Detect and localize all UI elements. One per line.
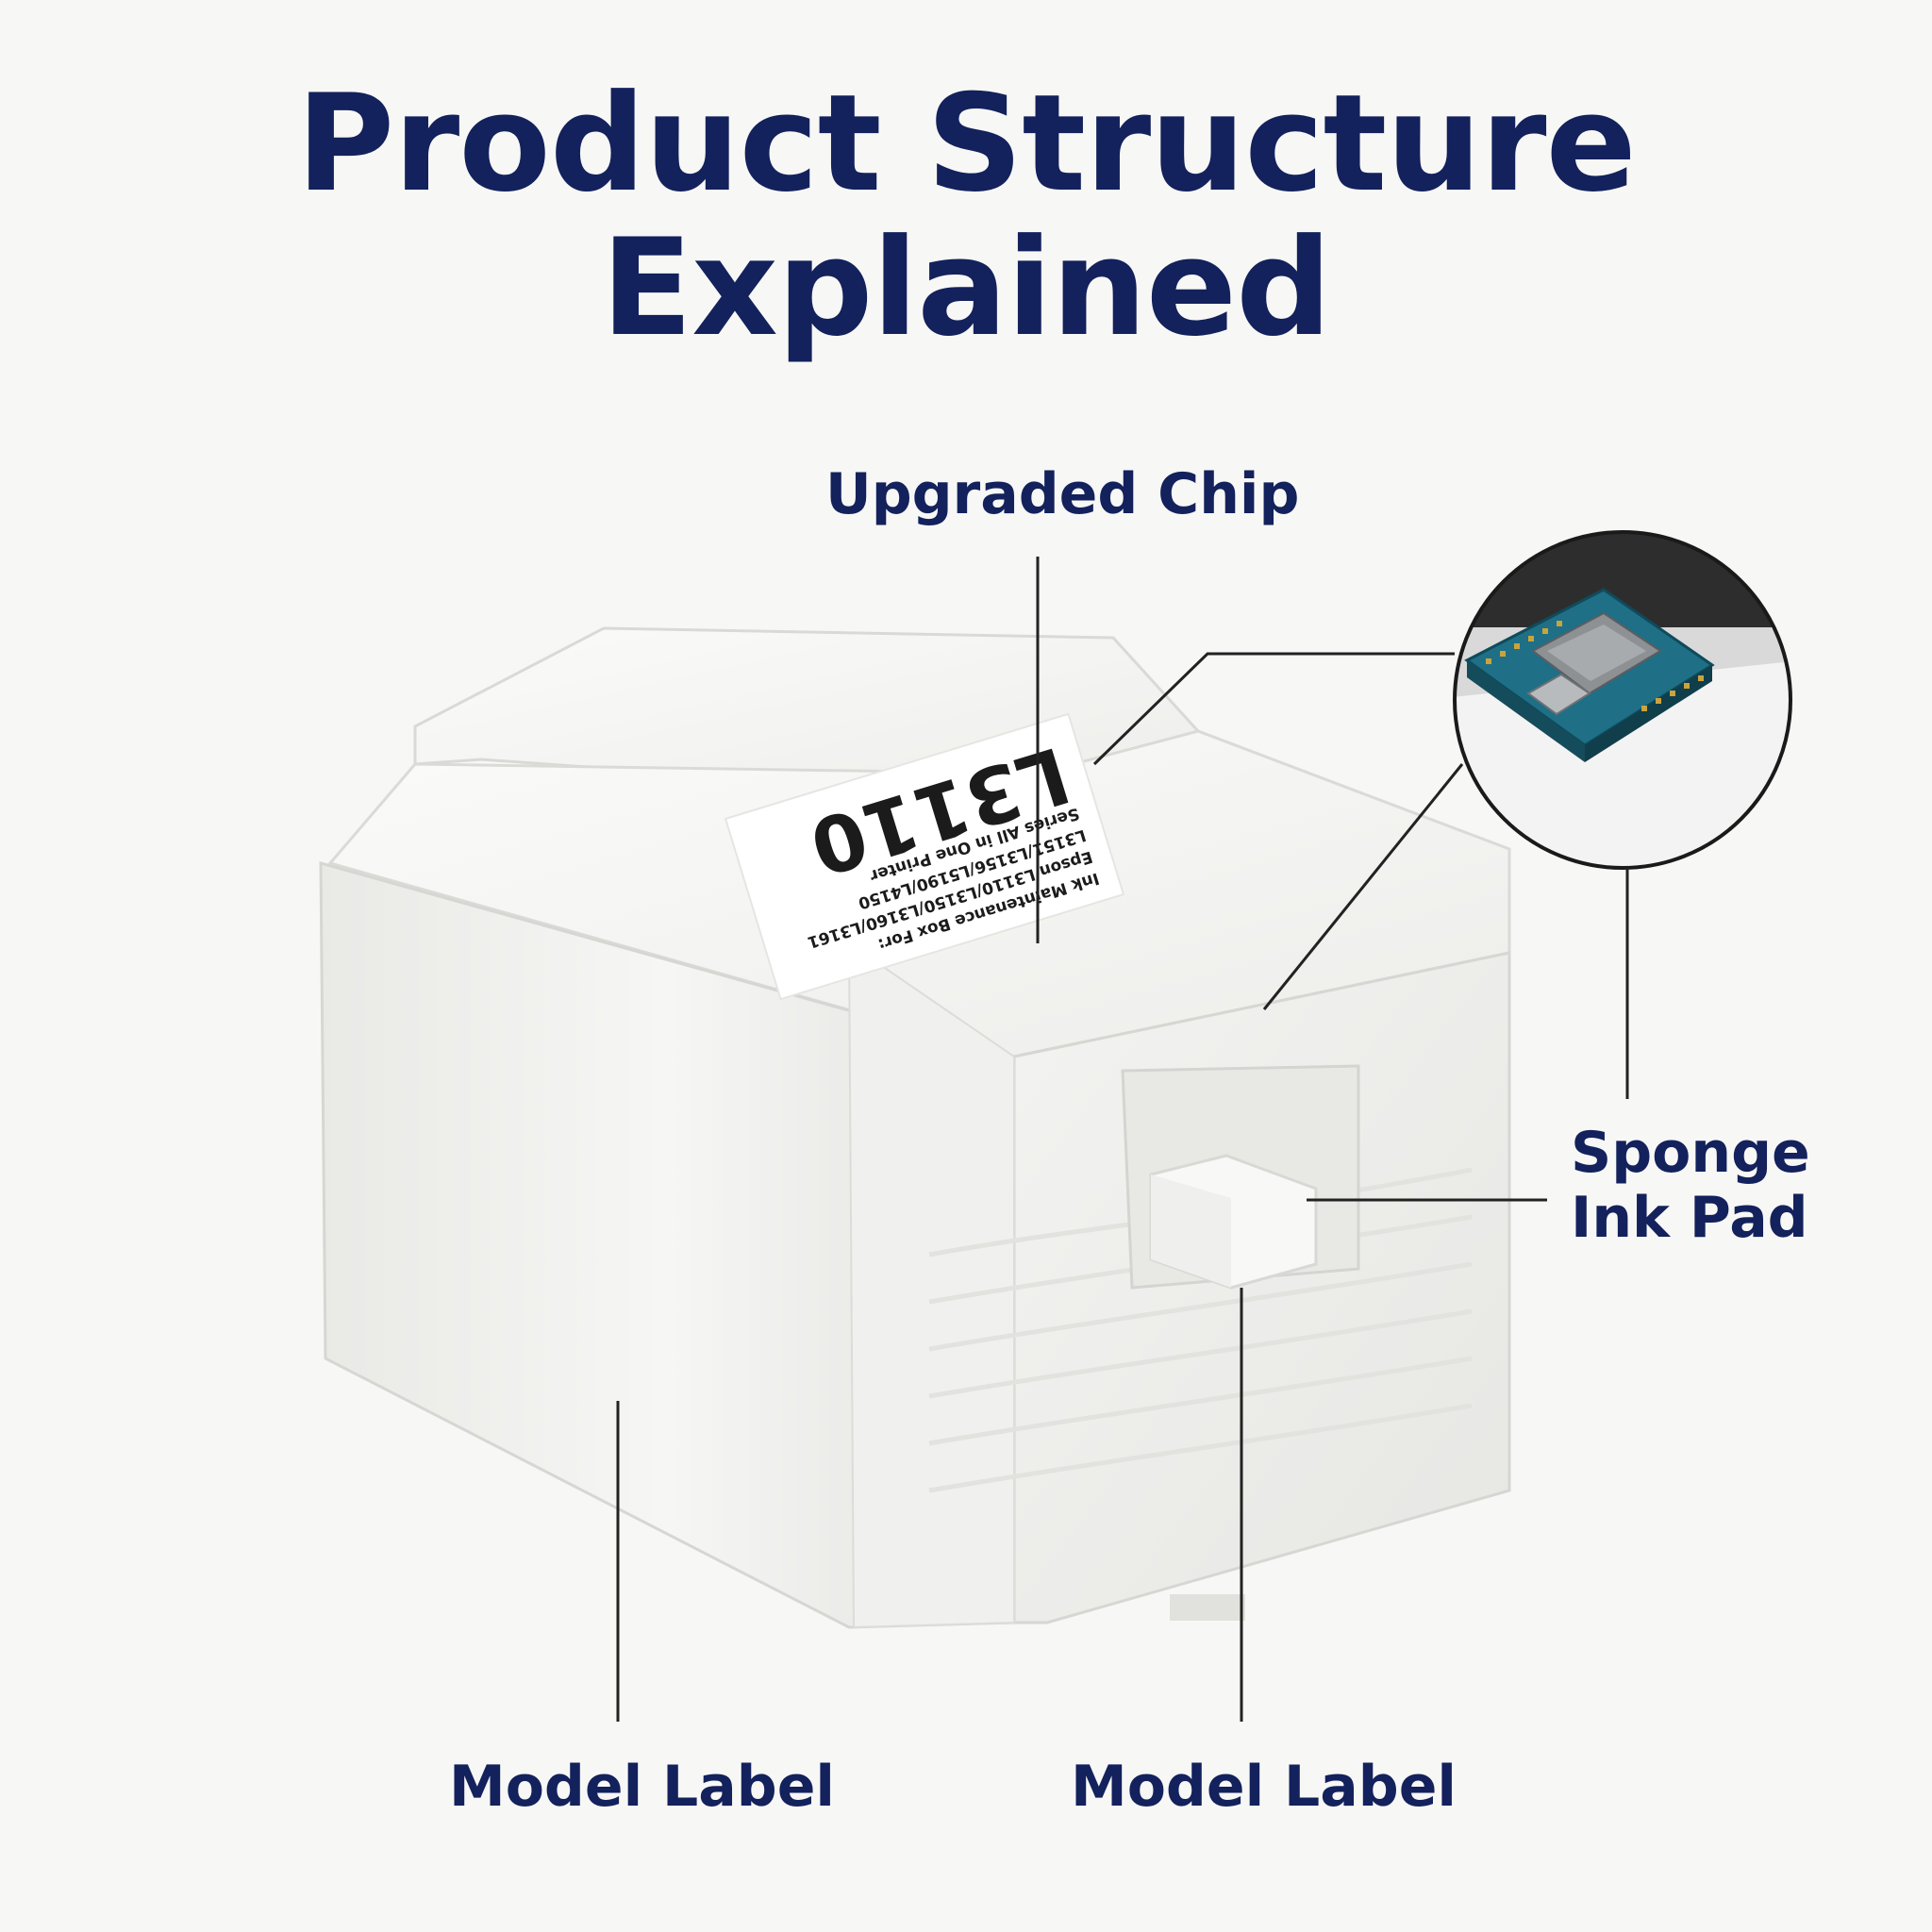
chip-magnifier (1453, 530, 1792, 870)
box-front-edge (847, 941, 1015, 1629)
bottom-clip (1170, 1594, 1245, 1621)
callout-sponge-ink-pad: Sponge Ink Pad (1571, 1121, 1810, 1251)
sponge-pad (1149, 1154, 1318, 1290)
leader-magnifier-lower (1262, 763, 1464, 1010)
leader-chip-to-magnifier (1092, 652, 1455, 766)
title-line-1: Product Structure (296, 66, 1637, 222)
callout-sponge-line-2: Ink Pad (1571, 1185, 1808, 1251)
callout-model-label-left: Model Label (449, 1754, 835, 1820)
callout-model-label-right: Model Label (1071, 1754, 1457, 1820)
leader-lines (616, 557, 1629, 1722)
title-line-2: Explained (601, 210, 1331, 366)
sponge-layers (928, 1167, 1473, 1493)
box-side-right (1012, 951, 1511, 1624)
maintenance-box: L3110 Ink Maintenance Box For: Epson L31… (319, 626, 1511, 1629)
callout-upgraded-chip: Upgraded Chip (825, 461, 1300, 527)
callout-sponge-line-1: Sponge (1571, 1120, 1810, 1186)
